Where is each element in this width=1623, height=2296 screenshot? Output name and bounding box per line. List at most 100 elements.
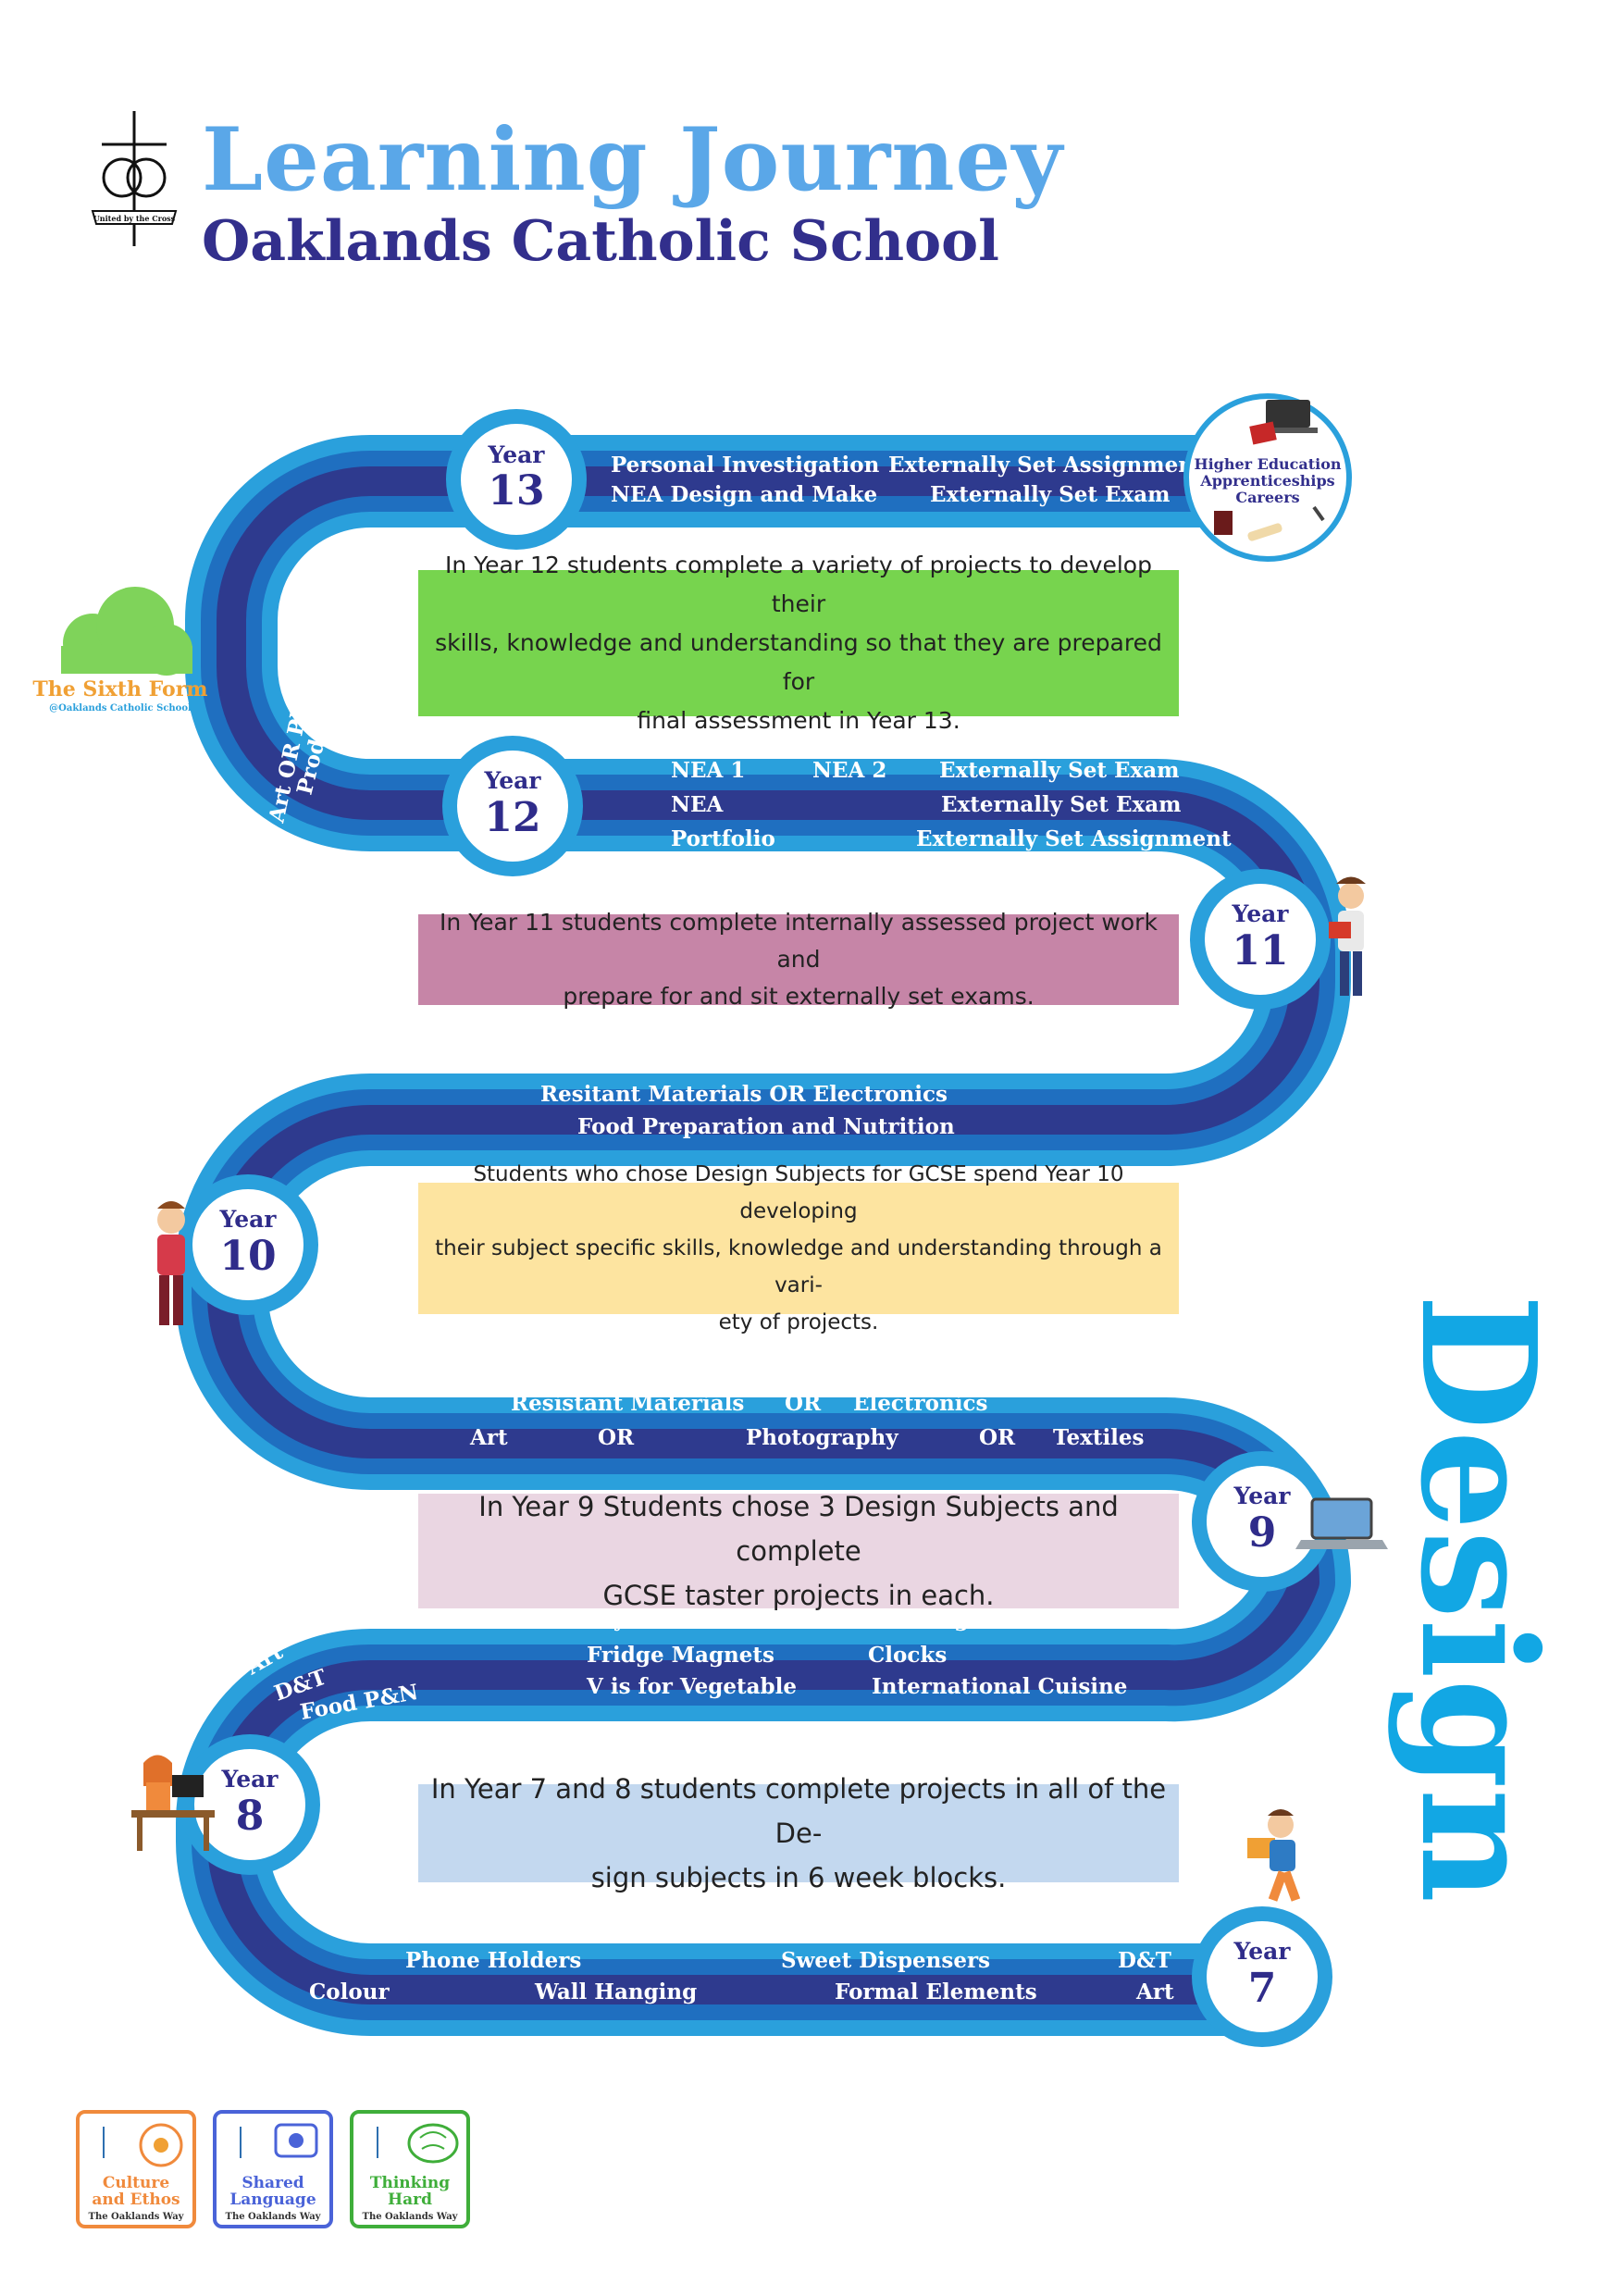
info-box-sixth-form: In Year 12 students complete a variety o…	[418, 552, 1179, 734]
page-subtitle: Oaklands Catholic School	[202, 209, 999, 274]
svg-text:8: 8	[236, 1793, 265, 1840]
label-y9-b: Resistant Materials	[511, 1391, 744, 1416]
label-y10-e: Food Preparation and Nutrition	[577, 1114, 955, 1139]
destinations-circle: Higher Education Apprenticeships Careers	[1183, 393, 1352, 562]
svg-text:11: 11	[1232, 927, 1288, 974]
shared-language-icon	[240, 2123, 318, 2158]
logo-motto: United by the Cross	[93, 214, 176, 223]
svg-text:Year: Year	[484, 767, 542, 794]
label-y7-b: Food P&N	[1055, 1920, 1174, 1945]
label-y12-a: NEA 1	[671, 758, 745, 783]
culture-ethos-icon	[103, 2123, 183, 2167]
sixth-form-logo: The Sixth Form @Oaklands Catholic School	[32, 587, 208, 714]
year-12-marker: Year 12	[442, 736, 583, 876]
info-box-year-10: Students who chose Design Subjects for G…	[418, 1162, 1179, 1334]
label-y13-c: NEA Design and Make	[611, 482, 877, 507]
label-y9-d: Art	[469, 1425, 508, 1450]
diploma-icon	[1247, 523, 1282, 541]
label-y10-a: Art	[430, 1048, 469, 1073]
label-y10-c: Textiles	[896, 1048, 987, 1073]
student-at-desk-icon	[131, 1755, 215, 1851]
destination-careers: Careers	[1235, 489, 1299, 506]
hammer-icon	[1312, 505, 1325, 522]
label-y13-a: Personal Investigation	[611, 453, 880, 478]
school-logo: United by the Cross	[83, 109, 185, 248]
student-reading-icon	[1329, 876, 1366, 996]
label-y7-i: Art	[1135, 1980, 1174, 2004]
info-box-year-11: In Year 11 students complete internally …	[418, 909, 1179, 1010]
badge-culture-ethos-sub: The Oaklands Way	[88, 2212, 184, 2222]
label-y10-or1: OR	[505, 1048, 542, 1073]
badge-thinking-hard-sub: The Oaklands Way	[362, 2212, 458, 2222]
label-y12-g: Externally Set Assignment	[916, 826, 1232, 851]
label-y8-f: International Cuisine	[872, 1674, 1127, 1699]
label-y7-h: Formal Elements	[835, 1980, 1037, 2004]
subject-title-vertical: Design	[1385, 1294, 1570, 1903]
svg-text:Year: Year	[488, 441, 546, 468]
label-y9-or3: OR	[979, 1425, 1016, 1450]
year-10-marker: Year 10	[178, 1174, 318, 1315]
page-title: Learning Journey	[202, 109, 1063, 211]
passport-icon	[1214, 511, 1233, 535]
label-y7-e: D&T	[1118, 1948, 1171, 1973]
badge-shared-language-sub: The Oaklands Way	[225, 2212, 321, 2222]
svg-text:Year: Year	[221, 1766, 279, 1793]
sixth-form-subtitle: @Oaklands Catholic School	[49, 703, 192, 714]
label-y10-or2: OR	[811, 1048, 848, 1073]
year-7-marker: Year 7	[1192, 1906, 1332, 2047]
label-y8-e: V is for Vegetable	[586, 1674, 797, 1699]
label-y12-c: Externally Set Exam	[939, 758, 1179, 783]
label-y7-f: Colour	[309, 1980, 390, 2004]
brain-icon	[377, 2123, 459, 2164]
label-y12-e: Externally Set Exam	[941, 792, 1181, 817]
book-icon	[1249, 421, 1277, 445]
year-9-marker: Year 9	[1192, 1451, 1332, 1592]
label-y9-c: Electronics	[853, 1391, 987, 1416]
label-y9-e: Photography	[746, 1425, 898, 1450]
label-y9-or1: OR	[785, 1391, 822, 1416]
label-y10-d: Resitant Materials OR Electronics	[540, 1082, 948, 1107]
svg-text:Year: Year	[219, 1206, 278, 1233]
svg-text:Year: Year	[1233, 1483, 1292, 1509]
label-y7-a: Food for Brainiacs	[564, 1920, 785, 1945]
year-13-marker: Year 13	[446, 409, 587, 550]
year-11-marker: Year 11	[1190, 869, 1331, 1010]
laptop-device-icon	[1295, 1497, 1388, 1549]
svg-text:Year: Year	[1233, 1938, 1292, 1965]
svg-text:10: 10	[219, 1233, 276, 1280]
svg-text:Year: Year	[1232, 900, 1290, 927]
label-y12-f: Portfolio	[671, 826, 775, 851]
label-y12-b: NEA 2	[812, 758, 886, 783]
student-standing-icon	[157, 1201, 185, 1325]
label-y7-g: Wall Hanging	[534, 1980, 697, 2004]
label-y9-or2: OR	[598, 1425, 635, 1450]
destination-apprenticeships: Apprenticeships	[1199, 472, 1334, 490]
student-running-books-icon	[1247, 1809, 1301, 1902]
label-y8-b: Painting	[868, 1607, 969, 1632]
year-8-marker: Year 8	[180, 1734, 320, 1875]
info-box-year-7-8: In Year 7 and 8 students complete projec…	[418, 1773, 1179, 1893]
destination-higher-education: Higher Education	[1194, 455, 1341, 473]
svg-text:9: 9	[1248, 1509, 1277, 1557]
label-y8-c: Fridge Magnets	[587, 1643, 774, 1668]
label-y9-a: Food Preparation and Nutrition	[568, 1357, 946, 1382]
svg-text:7: 7	[1248, 1965, 1277, 2012]
svg-text:12: 12	[484, 794, 540, 841]
label-y10-b: Photography	[585, 1048, 737, 1073]
label-y13-b: Externally Set Assignment	[888, 453, 1204, 478]
info-box-year-9: In Year 9 Students chose 3 Design Subjec…	[418, 1491, 1179, 1611]
label-y7-d: Sweet Dispensers	[781, 1948, 990, 1973]
svg-text:13: 13	[488, 467, 544, 515]
laptop-icon	[1258, 400, 1318, 433]
label-y12-d: NEA	[671, 792, 725, 817]
subject-title-text: Design	[1385, 1294, 1570, 1903]
label-y8-d: Clocks	[868, 1643, 947, 1668]
label-y9-f: Textiles	[1053, 1425, 1145, 1450]
